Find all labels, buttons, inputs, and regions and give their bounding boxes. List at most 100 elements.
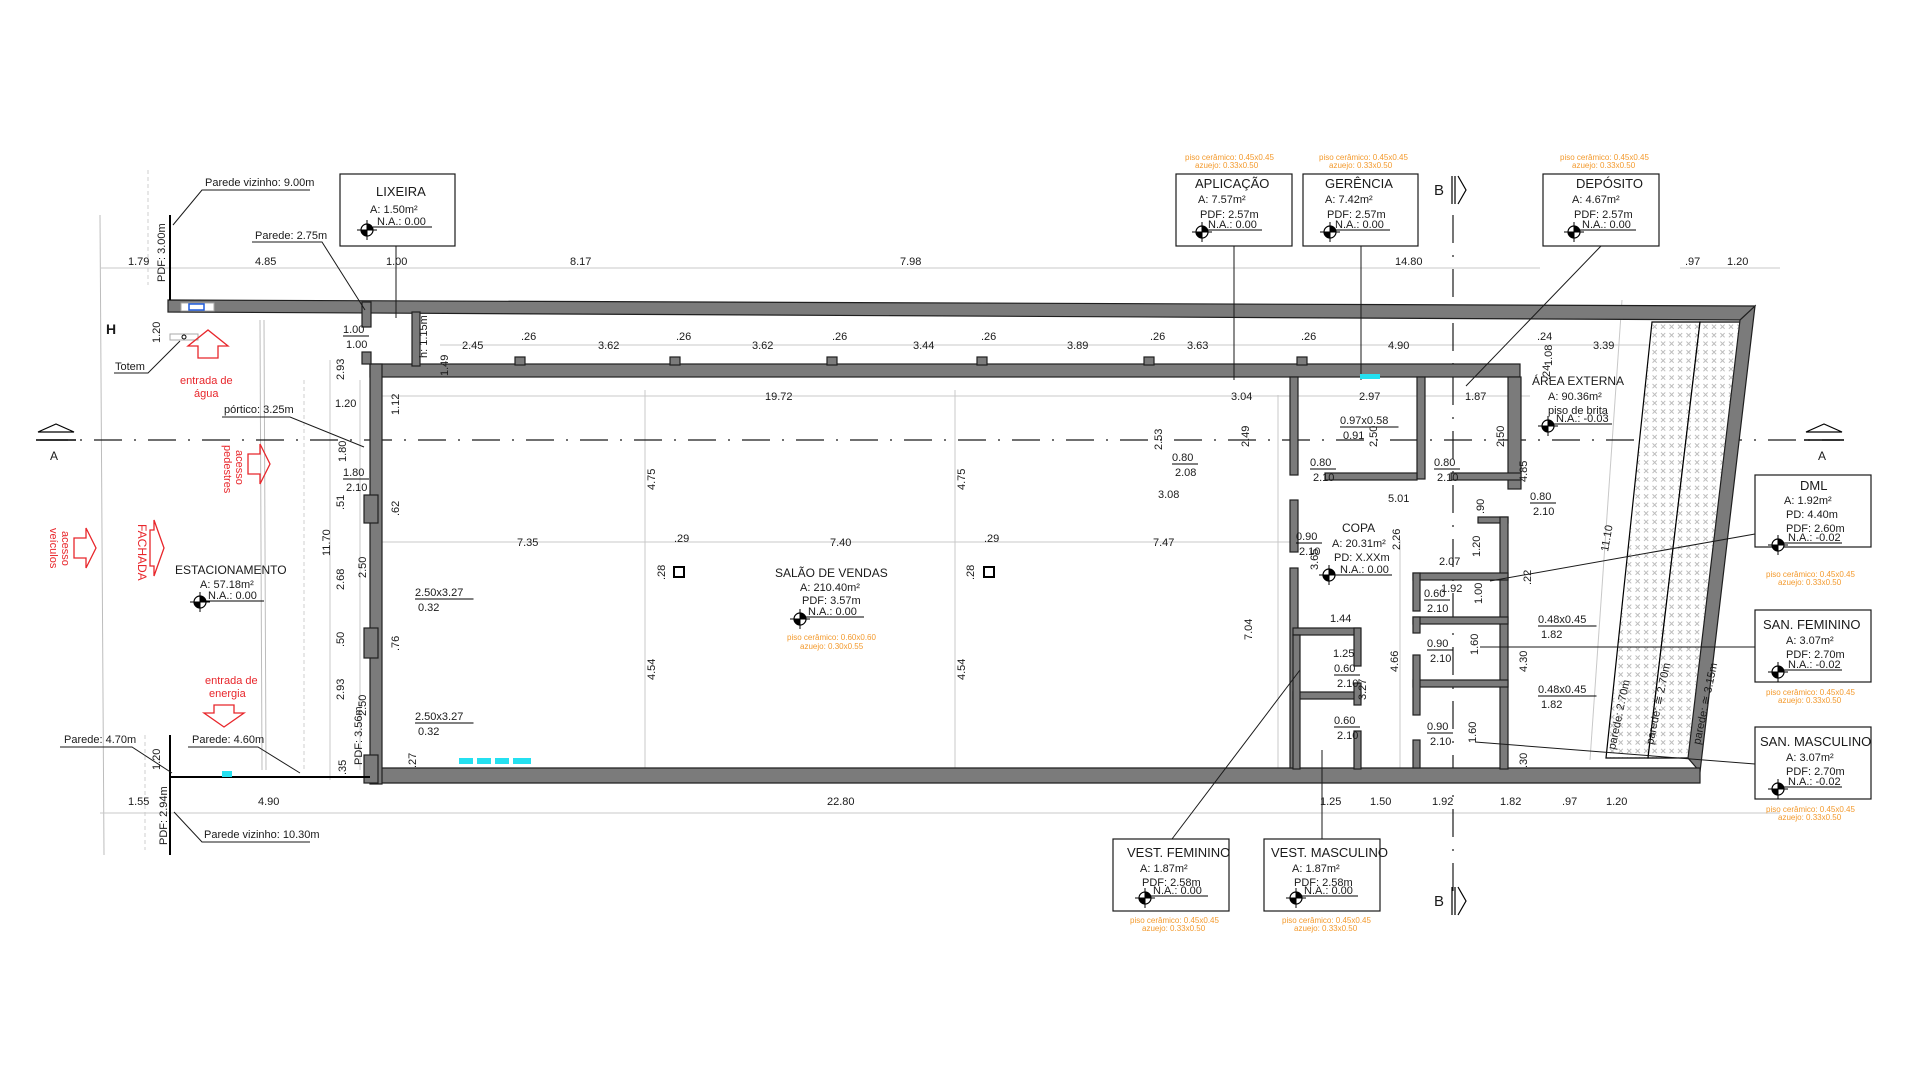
dimension-pillar-row: .26 [1301,331,1316,343]
section-b-top-icon [1451,175,1467,205]
opening-size: 1.80 [343,467,364,479]
room-level: N.A.: 0.00 [1304,885,1353,897]
room-estacionamento[interactable]: ESTACIONAMENTO A: 57.18m² N.A.: 0.00 [175,563,287,613]
room-pdf: PDF: 2.57m [1327,209,1386,221]
room-dml[interactable]: DML A: 1.92m² PD: 4.40m PDF: 2.60m N.A.:… [1489,474,1872,587]
dimension-inner-top: 2.97 [1359,391,1380,403]
room-name: DML [1800,478,1827,493]
room-note-tile: azuejo: 0.33x0.50 [1778,696,1842,705]
room-pdf: PDF: 2.60m [1786,523,1845,535]
opening-size: 0.48x0.45 [1538,614,1586,626]
room-note-tile: azuejo: 0.33x0.50 [1778,578,1842,587]
dimension-offices: .22 [1522,570,1534,585]
room-area: A: 3.07m² [1786,752,1834,764]
dimension-offices: 2.50 [1495,426,1507,447]
dimension-left: .35 [337,760,349,775]
dimension-inner-top: 19.72 [765,391,793,403]
section-line-a: A A [36,423,1844,463]
room-note-tile: azuejo: 0.30x0.55 [800,642,864,651]
dimension-left: 2.93 [335,679,347,700]
room-vest-feminino[interactable]: VEST. FEMININO A: 1.87m² PDF: 2.58m N.A.… [1112,669,1301,933]
room-pdf: PDF: 2.58m [1294,877,1353,889]
room-note-floor: piso cerâmico: 0.45x0.45 [1282,916,1371,925]
dimension-pillar-row: .24 [1541,365,1553,380]
dimension-left: 2.50 [357,557,369,578]
dimension-bottom: 1.82 [1500,796,1521,808]
room-name: ÁREA EXTERNA [1532,373,1624,388]
section-a-right-label: A [1818,449,1826,463]
section-a-left-label: A [50,449,58,463]
room-area: A: 4.67m² [1572,194,1620,206]
dimension-offices: 3.27 [1357,679,1369,700]
room-salao-de-vendas[interactable]: SALÃO DE VENDAS A: 210.40m² PDF: 3.57m N… [775,566,888,651]
dimension-left: 2.93 [335,359,347,380]
room-note-floor: piso cerâmico: 0.45x0.45 [1766,688,1855,697]
dimension-offices: 1.92 [1441,583,1462,595]
room-level: N.A.: -0.03 [1556,413,1609,425]
room-lixeira[interactable]: LIXEIRA A: 1.50m² N.A.: 0.00 [339,173,456,318]
dimension-left: .76 [390,636,402,651]
arrow-up-icon [186,329,230,359]
room-name: GERÊNCIA [1325,176,1393,191]
room-copa[interactable]: COPA A: 20.31m² PD: X.XXm N.A.: 0.00 [1318,521,1392,586]
room-san-feminino[interactable]: SAN. FEMININO A: 3.07m² PDF: 2.70m N.A.:… [1480,609,1872,705]
callout-h-115: h: 1.15m [418,315,430,358]
dimension-left: 11.70 [321,529,333,556]
room-aplicacao[interactable]: piso cerâmico: 0.45x0.45 azuejo: 0.33x0.… [1175,153,1293,380]
room-pdf: PDF: 2.57m [1574,209,1633,221]
opening-height: 2.10 [1337,678,1358,690]
dimension-bottom: 1.92 [1432,796,1453,808]
room-name: APLICAÇÃO [1195,176,1269,191]
dimension-pillar-row: 3.62 [752,340,773,352]
opening-height: 2.10 [1427,603,1448,615]
room-gerencia[interactable]: piso cerâmico: 0.45x0.45 azuejo: 0.33x0.… [1302,153,1419,380]
dimension-hall: 7.40 [830,537,851,549]
room-note-floor: piso cerâmico: 0.45x0.45 [1766,570,1855,579]
room-vest-masculino[interactable]: VEST. MASCULINO A: 1.87m² PDF: 2.58m N.A… [1263,750,1388,933]
callout-parede-460: Parede: 4.60m [192,734,264,746]
opening-height: 2.10 [1313,472,1334,484]
room-pd: PD: 4.40m [1786,509,1838,521]
arrow-right-icon [73,527,97,569]
dimension-left: .27 [407,753,419,768]
opening-size: 0.48x0.45 [1538,684,1586,696]
room-area: A: 7.57m² [1198,194,1246,206]
dimension-offices: 1.44 [1330,613,1351,625]
room-level: N.A.: 0.00 [1335,219,1384,231]
room-area: A: 7.42m² [1325,194,1373,206]
room-name: SALÃO DE VENDAS [775,566,888,580]
dimension-bottom: .97 [1562,796,1577,808]
dimension-pillar-row: 3.39 [1593,340,1614,352]
opening-height: 2.08 [1175,467,1196,479]
opening-height: 1.82 [1541,629,1562,641]
opening-size: 2.50x3.27 [415,587,463,599]
opening-size: 0.80 [1530,491,1551,503]
room-name: VEST. FEMININO [1127,845,1230,860]
opening-height: 2.10 [1533,506,1554,518]
dimension-left: 2.50 [357,695,369,716]
room-name: SAN. FEMININO [1763,617,1861,632]
dimension-offices: 11.10 [1599,524,1615,552]
opening-height: 2.10 [1430,653,1451,665]
dimension-top: 4.85 [255,256,276,268]
opening-size: 0.80 [1310,457,1331,469]
room-note-tile: azuejo: 0.33x0.50 [1572,161,1636,170]
dimension-left: 1.20 [335,398,356,410]
room-san-masculino[interactable]: SAN. MASCULINO A: 3.07m² PDF: 2.70m N.A.… [1474,726,1872,822]
dimension-offices: 3.08 [1158,489,1179,501]
room-pdf: PDF: 3.57m [802,595,861,607]
section-b-bottom-label: B [1434,893,1444,910]
room-deposito[interactable]: piso cerâmico: 0.45x0.45 azuejo: 0.33x0.… [1465,153,1660,387]
dimension-offices: 4.30 [1518,651,1530,672]
dimension-left: .50 [335,632,347,647]
room-note-floor: piso cerâmico: 0.60x0.60 [787,633,876,642]
opening-height: 2.10 [1337,730,1358,742]
room-area-externa[interactable]: ÁREA EXTERNA A: 90.36m² piso de brita N.… [1532,373,1624,437]
dimension-left: 1.20 [151,749,163,770]
dimension-left: .62 [390,501,402,516]
room-area: A: 1.50m² [370,204,418,216]
opening-height: 2.10 [1437,472,1458,484]
section-line-b: B B [1434,175,1467,916]
callout-portico: pórtico: 3.25m [224,404,294,416]
